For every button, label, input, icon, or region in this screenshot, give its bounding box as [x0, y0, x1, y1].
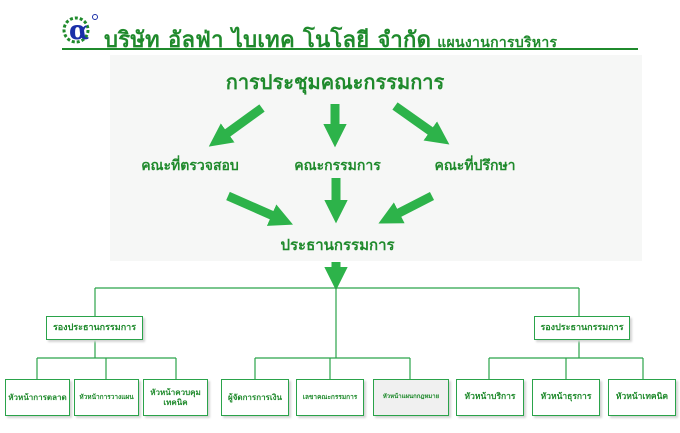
vice-chairman-right: รองประธานกรรมการ: [534, 316, 630, 340]
chairman-label: ประธานกรรมการ: [280, 236, 395, 254]
svg-text:α: α: [69, 16, 89, 46]
advisory-committee-label: คณะที่ปรึกษา: [434, 158, 516, 174]
arrow-advisory-to-chairman: [378, 191, 435, 224]
vice-chairman-left: รองประธานกรรมการ: [46, 316, 143, 340]
head-planning: หัวหน้าการวางแผน: [74, 379, 139, 416]
audit-committee-label: คณะที่ตรวจสอบ: [141, 158, 239, 174]
head-technical: หัวหน้าเทคนิค: [608, 379, 676, 416]
head-marketing: หัวหน้าการตลาด: [5, 379, 70, 416]
governance-panel: [110, 55, 642, 261]
finance-manager: ผู้จัดการการเงิน: [221, 379, 289, 416]
head-service: หัวหน้าบริการ: [456, 379, 524, 416]
head-administration: หัวหน้าธุรการ: [532, 379, 600, 416]
board-of-directors-label: คณะกรรมการ: [294, 158, 381, 174]
arrow-to-audit: [208, 104, 265, 147]
alpha-logo-icon: α: [62, 14, 98, 46]
board-secretary: เลขาคณะกรรมการ: [296, 379, 364, 416]
board-meeting-label: การประชุมคณะกรรมการ: [225, 70, 445, 94]
arrow-audit-to-chairman: [226, 191, 293, 226]
company-subtitle: แผนงานการบริหาร: [437, 35, 558, 51]
arrow-to-advisory: [392, 102, 450, 145]
head-technical-control: หัวหน้าควบคุมเทคนิค: [143, 379, 208, 416]
head-legal: หัวหน้าแผนกกฎหมาย: [373, 379, 449, 416]
title-underline: [62, 48, 638, 50]
